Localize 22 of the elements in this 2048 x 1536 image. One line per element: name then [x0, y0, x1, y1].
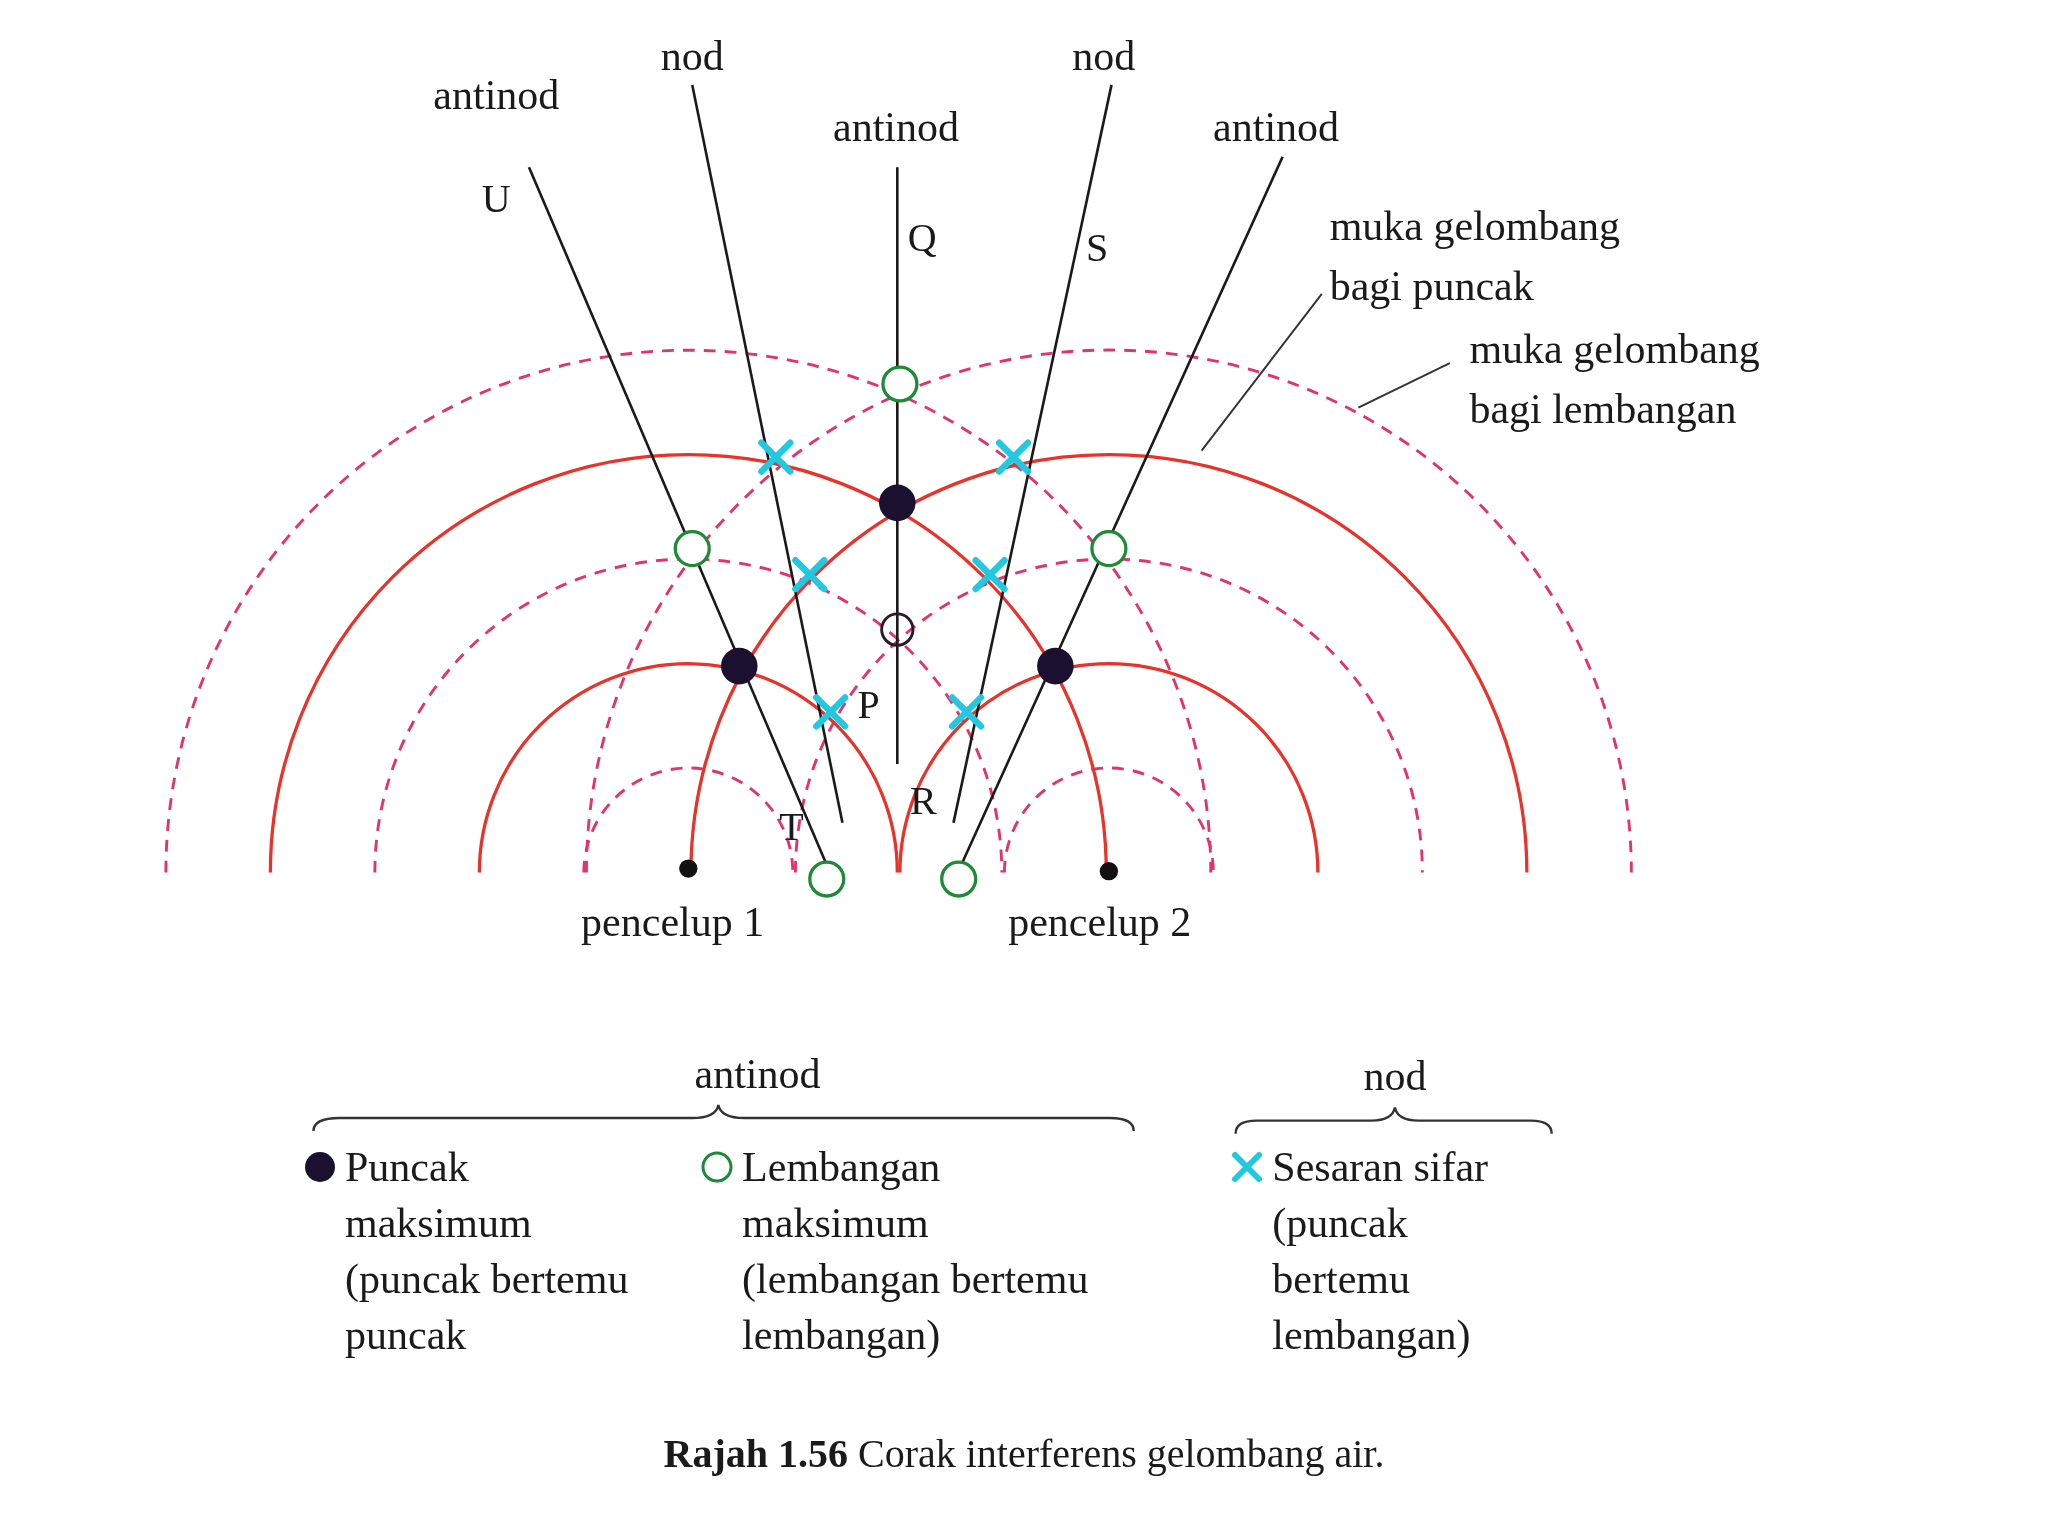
- text-label: nod: [1363, 1055, 1427, 1098]
- text-label: pencelup 2: [1008, 901, 1192, 944]
- point-label: P: [857, 685, 880, 726]
- text-label: antinod: [833, 105, 959, 148]
- point-label: Q: [907, 217, 937, 258]
- text-label: antinod: [1213, 105, 1340, 148]
- legend-text: Sesaran sifar (puncak bertemu lembangan): [1272, 1142, 1490, 1360]
- point-label: U: [481, 178, 511, 219]
- text-label: pencelup 1: [581, 901, 765, 944]
- point-label: T: [779, 806, 804, 847]
- leader-line: [1200, 292, 1323, 452]
- caption: Rajah 1.56 Corak interferens gelombang air.: [663, 1431, 1385, 1476]
- callout-text: muka gelombang bagi lembangan: [1469, 325, 1760, 432]
- legend-text: Lembangan maksimum (lembangan bertemu lembangan): [742, 1142, 1090, 1360]
- text-label: nod: [1072, 35, 1136, 78]
- legend-text: Puncak maksimum (puncak bertemu puncak: [345, 1142, 630, 1360]
- point-label: R: [910, 780, 937, 821]
- text-label: nod: [660, 35, 724, 78]
- text-label: antinod: [694, 1052, 821, 1095]
- point-label: S: [1086, 228, 1109, 269]
- text-label: antinod: [433, 74, 560, 117]
- leader-line: [1357, 362, 1451, 409]
